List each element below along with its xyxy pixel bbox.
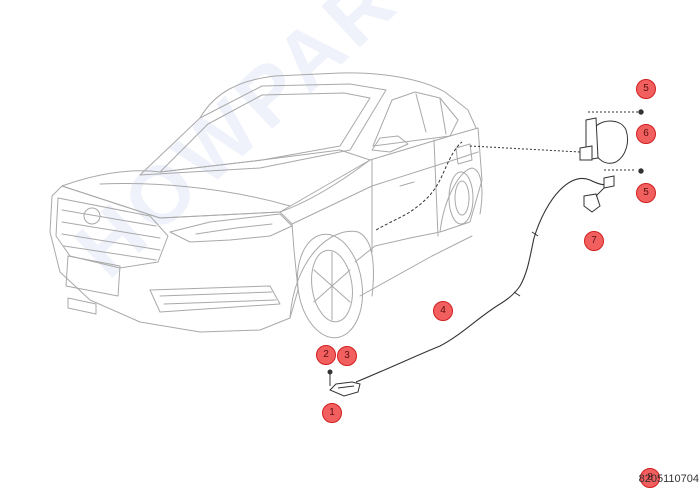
fuel-door-screw-top bbox=[638, 109, 644, 115]
car-badge bbox=[83, 207, 101, 225]
callout-1[interactable]: 1 bbox=[322, 403, 342, 423]
car-roof bbox=[199, 72, 477, 129]
car-fog-left bbox=[67, 297, 97, 315]
release-handle bbox=[329, 381, 361, 397]
callout-6[interactable]: 6 bbox=[636, 124, 656, 144]
catalog-code: 8205110704 bbox=[638, 473, 699, 485]
car-front-tire bbox=[296, 233, 364, 339]
cable-routing-on-car bbox=[375, 141, 463, 231]
callout-5-bottom[interactable]: 5 bbox=[636, 183, 656, 203]
car-license-plate bbox=[65, 255, 121, 297]
cable-clip bbox=[513, 231, 539, 297]
screw-head bbox=[327, 369, 333, 375]
car-front-face bbox=[49, 185, 299, 333]
car-grille-bars bbox=[61, 209, 161, 261]
fuel-door-screw-bottom bbox=[638, 168, 644, 174]
car-front-wheel-arch bbox=[289, 230, 374, 319]
fuel-door-leaders bbox=[588, 111, 640, 171]
car-sill bbox=[359, 235, 473, 297]
callout-5-top[interactable]: 5 bbox=[636, 79, 656, 99]
car-rear-wheel-arch bbox=[439, 167, 483, 233]
lock-actuator bbox=[583, 193, 601, 213]
car-front-spokes bbox=[313, 251, 351, 321]
callout-7[interactable]: 7 bbox=[584, 231, 604, 251]
car-headlight bbox=[169, 213, 293, 243]
car-side-crease bbox=[291, 151, 479, 225]
actuator-connector bbox=[603, 175, 615, 189]
car-side-window-2 bbox=[415, 93, 447, 135]
release-handle-detail bbox=[337, 385, 355, 389]
parts-artwork bbox=[327, 109, 644, 397]
callout-8[interactable]: 8 bbox=[640, 468, 660, 488]
car-hood-crease bbox=[99, 183, 291, 207]
callout-4[interactable]: 4 bbox=[433, 301, 453, 321]
car-rear-tire bbox=[448, 171, 474, 225]
car-fuel-door-outline bbox=[455, 143, 473, 165]
car-windshield-inner bbox=[159, 92, 371, 173]
callout-2[interactable]: 2 bbox=[316, 345, 336, 365]
car-front-rim bbox=[311, 249, 353, 323]
car-grille bbox=[55, 197, 169, 269]
car-body-side bbox=[279, 127, 483, 263]
car-windshield bbox=[139, 83, 387, 176]
car-door-line-2 bbox=[433, 139, 439, 237]
callout-3[interactable]: 3 bbox=[337, 346, 357, 366]
car-lower-grille-bars bbox=[159, 291, 277, 305]
fuel-door-hinge bbox=[579, 145, 593, 161]
cable-leader-to-fuel-door bbox=[469, 145, 581, 153]
car-door-handle bbox=[399, 181, 415, 187]
fuel-door bbox=[593, 120, 629, 164]
release-cable bbox=[355, 177, 609, 383]
car-rear-rim bbox=[454, 180, 470, 216]
car-headlight-inner bbox=[195, 223, 273, 235]
car-illustration bbox=[49, 72, 483, 339]
car-lower-intake bbox=[149, 285, 281, 313]
car-side-mirror bbox=[371, 135, 409, 153]
